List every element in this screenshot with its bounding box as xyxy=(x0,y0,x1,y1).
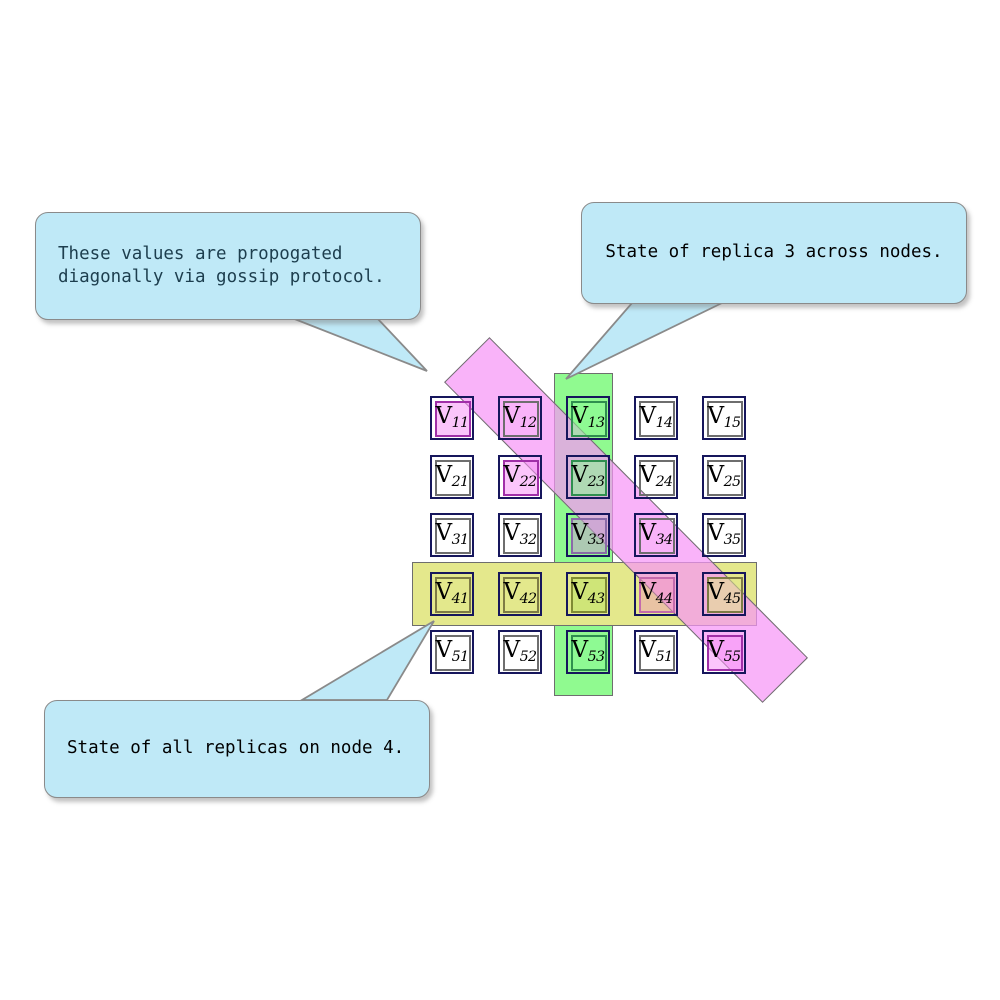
grid-cell-5-4[interactable]: V51 xyxy=(634,630,678,674)
grid-cell-label: V55 xyxy=(707,637,742,666)
grid-cell-label: V51 xyxy=(639,637,674,666)
grid-cell-label: V34 xyxy=(639,520,674,549)
grid-cell-subscript: 25 xyxy=(723,473,742,490)
grid-cell-subscript: 45 xyxy=(723,590,742,607)
callout-node-row[interactable]: State of all replicas on node 4. xyxy=(44,700,430,798)
grid-cell-subscript: 43 xyxy=(587,590,606,607)
grid-cell-label: V22 xyxy=(503,461,538,490)
grid-cell-label: V12 xyxy=(503,403,538,432)
grid-cell-label: V35 xyxy=(707,520,742,549)
grid-cell-3-1[interactable]: V31 xyxy=(430,513,474,557)
grid-cell-2-4[interactable]: V24 xyxy=(634,454,678,499)
grid-cell-1-1[interactable]: V11 xyxy=(430,396,474,440)
grid-cell-2-5[interactable]: V25 xyxy=(702,454,746,499)
grid-cell-subscript: 31 xyxy=(451,532,470,549)
grid-cell-label: V32 xyxy=(503,520,538,549)
grid-cell-subscript: 14 xyxy=(655,415,674,432)
grid-cell-1-2[interactable]: V12 xyxy=(498,396,542,440)
grid-cell-subscript: 22 xyxy=(519,473,538,490)
grid-cell-subscript: 32 xyxy=(519,532,538,549)
callout-tail-diagonal xyxy=(291,317,428,372)
grid-cell-3-4[interactable]: V34 xyxy=(634,513,678,557)
callout-gossip-diagonal[interactable]: These values are propogated diagonally v… xyxy=(35,212,421,320)
grid-cell-subscript: 52 xyxy=(519,649,538,666)
grid-cell-4-2[interactable]: V42 xyxy=(498,571,542,616)
grid-cell-subscript: 51 xyxy=(451,649,470,666)
callout-node-row-text: State of all replicas on node 4. xyxy=(67,738,405,759)
grid-cell-1-5[interactable]: V15 xyxy=(702,396,746,440)
grid-cell-label: V33 xyxy=(571,520,606,549)
callout-gossip-diagonal-text: These values are propogated diagonally v… xyxy=(58,243,385,287)
grid-cell-3-3[interactable]: V33 xyxy=(566,513,610,557)
grid-cell-label: V23 xyxy=(571,461,606,490)
grid-cell-subscript: 55 xyxy=(723,649,742,666)
callout-replica-column-text: State of replica 3 across nodes. xyxy=(605,242,943,263)
grid-cell-5-2[interactable]: V52 xyxy=(498,630,542,674)
callout-tail-replica xyxy=(565,302,723,380)
grid-cell-label: V14 xyxy=(639,403,674,432)
grid-cell-subscript: 51 xyxy=(655,649,674,666)
grid-cell-label: V44 xyxy=(639,578,674,607)
grid-cell-subscript: 13 xyxy=(587,415,606,432)
grid-cell-2-2[interactable]: V22 xyxy=(498,454,542,499)
grid-cell-label: V11 xyxy=(435,403,470,432)
grid-cell-subscript: 42 xyxy=(519,590,538,607)
callout-tail-node xyxy=(298,620,435,701)
grid-cell-label: V51 xyxy=(435,637,470,666)
grid-cell-subscript: 41 xyxy=(451,590,470,607)
grid-cell-label: V24 xyxy=(639,461,674,490)
grid-cell-4-4[interactable]: V44 xyxy=(634,571,678,616)
grid-cell-subscript: 53 xyxy=(587,649,606,666)
grid-cell-5-1[interactable]: V51 xyxy=(430,630,474,674)
grid-cell-5-5[interactable]: V55 xyxy=(702,630,746,674)
grid-cell-subscript: 11 xyxy=(451,415,470,432)
callout-replica-column[interactable]: State of replica 3 across nodes. xyxy=(581,202,967,304)
grid-cell-label: V13 xyxy=(571,403,606,432)
grid-cell-subscript: 12 xyxy=(519,415,538,432)
grid-cell-label: V45 xyxy=(707,578,742,607)
grid-cell-4-3[interactable]: V43 xyxy=(566,571,610,616)
grid-cell-3-5[interactable]: V35 xyxy=(702,513,746,557)
grid-cell-subscript: 21 xyxy=(451,473,470,490)
grid-cell-subscript: 33 xyxy=(587,532,606,549)
grid-cell-subscript: 34 xyxy=(655,532,674,549)
grid-cell-label: V52 xyxy=(503,637,538,666)
grid-cell-label: V21 xyxy=(435,461,470,490)
grid-cell-label: V43 xyxy=(571,578,606,607)
grid-cell-label: V25 xyxy=(707,461,742,490)
grid-cell-subscript: 44 xyxy=(655,590,674,607)
grid-cell-5-3[interactable]: V53 xyxy=(566,630,610,674)
grid-cell-4-5[interactable]: V45 xyxy=(702,571,746,616)
grid-cell-4-1[interactable]: V41 xyxy=(430,571,474,616)
grid-cell-3-2[interactable]: V32 xyxy=(498,513,542,557)
grid-cell-subscript: 24 xyxy=(655,473,674,490)
grid-cell-label: V15 xyxy=(707,403,742,432)
grid-cell-subscript: 23 xyxy=(587,473,606,490)
grid-cell-subscript: 15 xyxy=(723,415,742,432)
grid-cell-1-3[interactable]: V13 xyxy=(566,396,610,440)
grid-cell-2-3[interactable]: V23 xyxy=(566,454,610,499)
grid-cell-2-1[interactable]: V21 xyxy=(430,454,474,499)
grid-cell-subscript: 35 xyxy=(723,532,742,549)
grid-cell-label: V53 xyxy=(571,637,606,666)
grid-cell-label: V41 xyxy=(435,578,470,607)
grid-cell-label: V42 xyxy=(503,578,538,607)
grid-cell-label: V31 xyxy=(435,520,470,549)
grid-cell-1-4[interactable]: V14 xyxy=(634,396,678,440)
